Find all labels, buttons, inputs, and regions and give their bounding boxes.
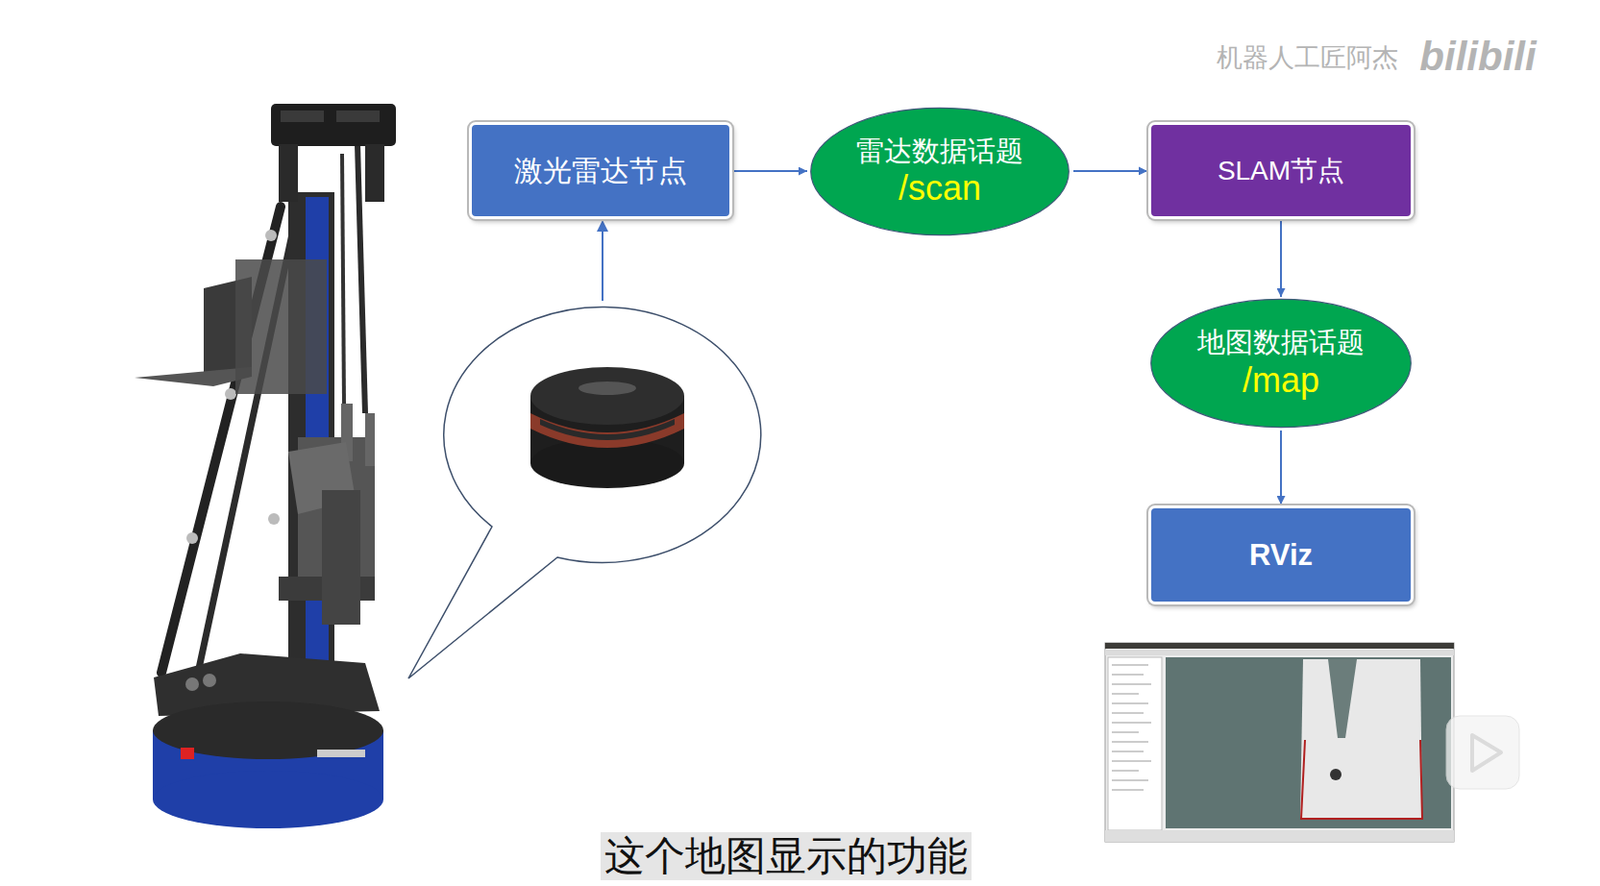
node-box: 激光雷达节点	[468, 122, 733, 220]
play-icon	[1446, 715, 1520, 789]
topic-name: /scan	[898, 167, 982, 209]
node-title: SLAM节点	[1217, 154, 1345, 188]
flow-arrow	[1280, 430, 1282, 505]
ellipse-fill	[1151, 298, 1411, 427]
node-title: RViz	[1249, 537, 1313, 573]
rviz-screenshot	[1105, 642, 1454, 842]
node-title: 激光雷达节点	[514, 153, 688, 189]
node-box: RViz	[1148, 505, 1414, 605]
flow-arrow	[1073, 170, 1148, 173]
node-box: SLAM节点	[1148, 122, 1414, 220]
watermark-logo: bilibili	[1415, 32, 1540, 81]
topic-ellipse: 雷达数据话题/scan	[808, 106, 1072, 237]
node-title: 地图数据话题	[1197, 325, 1365, 360]
robot-illustration	[134, 103, 396, 829]
lidar-callout	[408, 220, 762, 679]
flow-arrow	[1280, 221, 1282, 297]
subtitle: 这个地图显示的功能	[600, 832, 972, 881]
topic-name: /map	[1242, 359, 1320, 401]
ellipse-fill	[811, 107, 1070, 235]
watermark: 机器人工匠阿杰	[1212, 42, 1403, 74]
node-title: 雷达数据话题	[856, 134, 1024, 169]
flow-arrow	[734, 170, 808, 173]
topic-ellipse: 地图数据话题/map	[1148, 297, 1414, 429]
